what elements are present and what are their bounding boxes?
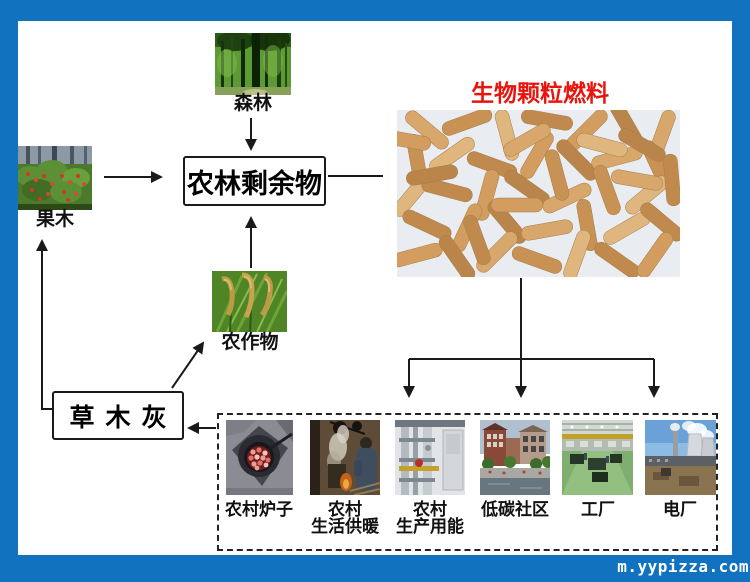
applications-container: [217, 413, 718, 551]
fruit-trees-image: [18, 146, 92, 210]
watermark: m.yypizza.com: [617, 557, 749, 576]
forest-label: 森林: [233, 93, 272, 114]
pellets-image: [397, 110, 680, 277]
factory-image: [562, 420, 633, 495]
low-carbon-community-label: 低碳社区: [481, 500, 549, 519]
power-plant-image: [645, 420, 716, 495]
low-carbon-community-image: [480, 420, 550, 495]
rural-stove-image: [226, 420, 293, 495]
rural-production-label: 农村 生产用能: [396, 500, 464, 536]
rural-heating-label: 农村 生活供暖: [311, 500, 379, 536]
rural-heating-image: [310, 420, 380, 495]
crops-image: [212, 271, 287, 332]
rural-production-image: [395, 420, 465, 495]
residue-box: 农林剩余物: [183, 156, 326, 206]
power-plant-label: 电厂: [663, 500, 697, 519]
crops-label: 农作物: [221, 332, 279, 353]
factory-label: 工厂: [581, 500, 615, 519]
forest-image: [215, 33, 291, 95]
ash-box: 草木灰: [52, 391, 184, 440]
product-title: 生物颗粒燃料: [471, 80, 609, 106]
rural-stove-label: 农村炉子: [225, 500, 293, 519]
fruit-trees-label: 果木: [35, 209, 74, 230]
